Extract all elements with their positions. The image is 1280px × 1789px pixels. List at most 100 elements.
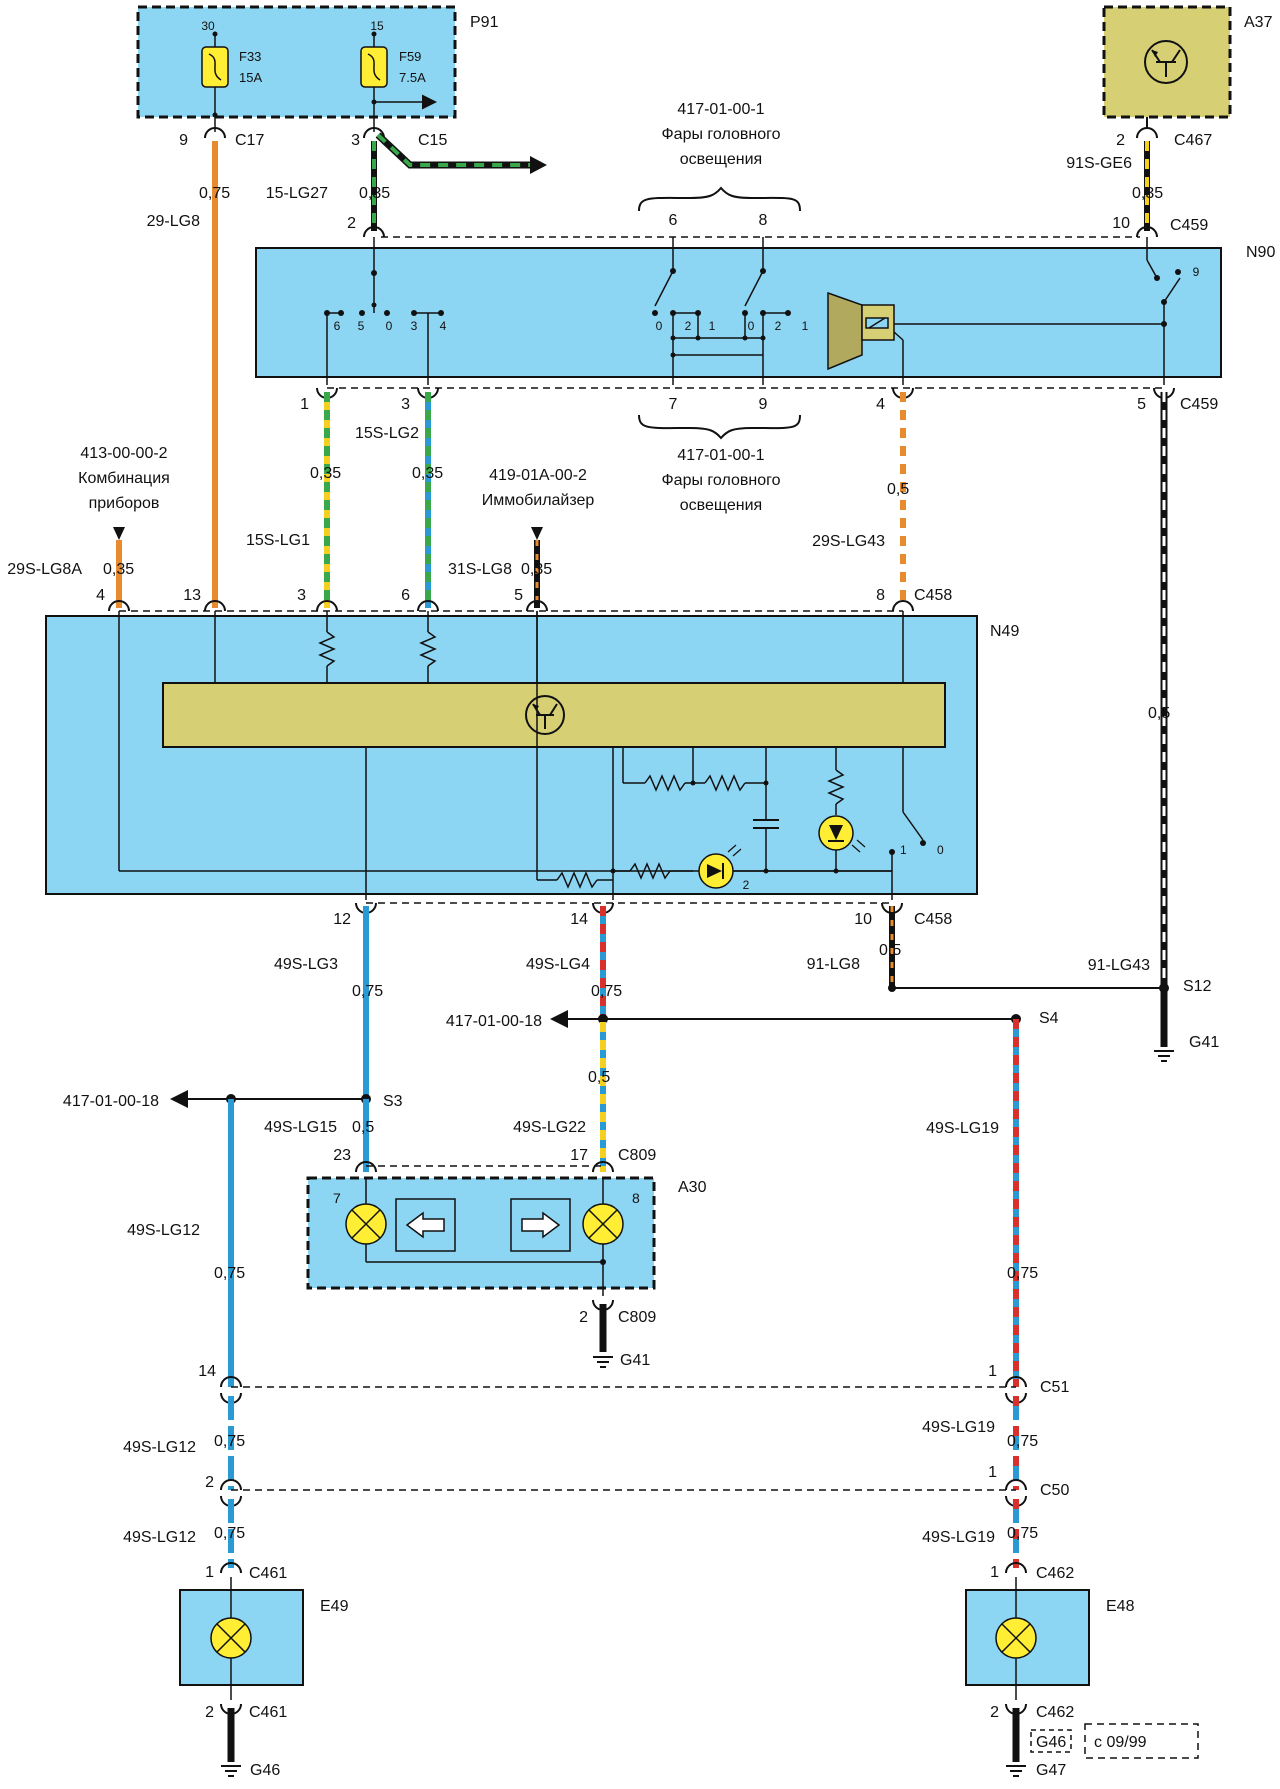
c458-top-pin-3: 3 — [297, 587, 306, 604]
wire-49s-lg19: 49S-LG19 0,75 — [926, 1019, 1038, 1387]
reference-headlamps-top: 417-01-00-1 Фары головного освещения 6 8 — [638, 101, 801, 229]
wire-49s-lg19-mid-size: 0,75 — [1007, 1433, 1038, 1450]
n90-switch-pos-6: 6 — [334, 319, 341, 333]
c51-pin-14: 14 — [198, 1363, 216, 1380]
headlamps-top-line2: освещения — [680, 151, 762, 168]
c459-bottom-pin-1: 1 — [300, 396, 309, 413]
wire-c15-branch — [375, 132, 547, 174]
connector-c51: 14 1 C51 — [198, 1363, 1069, 1404]
wire-49s-lg3-size: 0,75 — [352, 983, 383, 1000]
g41-a30-label: G41 — [620, 1352, 650, 1369]
c459-top-label: C459 — [1170, 217, 1208, 234]
connector-c462-top: 1 C462 — [990, 1562, 1074, 1582]
headlamps-bottom-line2: освещения — [680, 497, 762, 514]
lamp-icon — [995, 1617, 1037, 1659]
g46-right-label: G46 — [1036, 1734, 1066, 1751]
n90-label: N90 — [1246, 244, 1275, 261]
wire-49s-lg22-code: 49S-LG22 — [513, 1119, 586, 1136]
c458-top-pin-8: 8 — [876, 587, 885, 604]
fuse-f59-rating: 7.5A — [399, 70, 426, 85]
n90-right-switch: 9 — [1146, 237, 1200, 385]
module-a37: A37 — [1102, 5, 1273, 128]
connector-c459-top: 2 10 C459 — [347, 215, 1208, 238]
c459-bottom-label: C459 — [1180, 396, 1218, 413]
led-icon: 2 — [698, 844, 892, 892]
n90-right-switch-pos: 9 — [1193, 265, 1200, 279]
wire-91-lg8-code: 91-LG8 — [807, 956, 860, 973]
n49-led-pos: 2 — [743, 878, 750, 892]
a37-label: A37 — [1244, 14, 1273, 31]
ground-g46-left: G46 — [221, 1762, 280, 1779]
n90-light-switch: 6 5 0 3 4 — [324, 237, 447, 385]
c467-label: C467 — [1174, 132, 1212, 149]
c462-top-label: C462 — [1036, 1565, 1074, 1582]
headlamps-top-line1: Фары головного — [662, 126, 781, 143]
c458-top-pin-6: 6 — [401, 587, 410, 604]
splice-lg4: 417-01-00-18 S4 — [446, 1010, 1059, 1030]
fuse-f33: 30 F33 15A — [201, 19, 262, 132]
s4-label: S4 — [1039, 1010, 1059, 1027]
fuse-box-p91: P91 30 F33 15A 15 F59 7.5A — [136, 5, 499, 132]
c809-top-label: C809 — [618, 1147, 656, 1164]
g47-label: G47 — [1036, 1762, 1066, 1779]
connector-c461-top: 1 C461 — [205, 1562, 287, 1582]
c50-pin-1: 1 — [988, 1464, 997, 1481]
wire-29s-lg43-code: 29S-LG43 — [812, 533, 885, 550]
module-a30: A30 7 8 — [306, 1176, 707, 1296]
c461-bottom-pin: 2 — [205, 1704, 214, 1721]
s3-label: S3 — [383, 1093, 403, 1110]
instrument-cluster-line1: Комбинация — [78, 470, 170, 487]
wire-31s-lg8-size: 0,35 — [521, 561, 552, 578]
connector-c50: 2 1 C50 — [205, 1464, 1069, 1507]
g41-right-label: G41 — [1189, 1034, 1219, 1051]
c458-top-pin-4: 4 — [96, 587, 105, 604]
a30-lamp-left-pin: 7 — [333, 1190, 341, 1206]
immobilizer-line1: Иммобилайзер — [482, 492, 595, 509]
wire-49s-lg15-size: 0,5 — [352, 1119, 374, 1136]
wire-49s-lg4-size: 0,75 — [591, 983, 622, 1000]
c51-pin-1: 1 — [988, 1363, 997, 1380]
connector-c809-bottom: 2 C809 — [579, 1299, 656, 1352]
fuse-f59-terminal: 15 — [370, 19, 384, 33]
c458-top-pin-5: 5 — [514, 587, 523, 604]
connector-c458-bottom: 12 14 10 C458 — [333, 902, 952, 928]
n90-headlamp-switches: 0 2 1 0 2 1 — [652, 237, 809, 385]
arrow-ref-1: 417-01-00-18 — [446, 1013, 542, 1030]
wire-49s-lg12-mid-code: 49S-LG12 — [123, 1439, 196, 1456]
e48-label: E48 — [1106, 1598, 1135, 1615]
wire-49s-lg12-code: 49S-LG12 — [127, 1222, 200, 1239]
c459-bottom-pin-5: 5 — [1137, 396, 1146, 413]
wire-49s-lg19-size: 0,75 — [1007, 1265, 1038, 1282]
headlamps-bottom-code: 417-01-00-1 — [677, 447, 764, 464]
n90-sw-a-pos-0: 0 — [656, 319, 663, 333]
wire-49s-lg3: 49S-LG3 0,75 — [274, 906, 383, 1099]
wire-15s-lg1: 0,35 15S-LG1 — [246, 392, 341, 608]
wire-49s-lg22-size: 0,5 — [588, 1069, 610, 1086]
fuse-f59: 15 F59 7.5A — [360, 19, 437, 132]
c462-bottom-label: C462 — [1036, 1704, 1074, 1721]
arrow-ref-2: 417-01-00-18 — [63, 1093, 159, 1110]
indicator-led-icon — [818, 815, 866, 853]
instrument-cluster-code: 413-00-00-2 — [80, 445, 167, 462]
connector-c17: 9 C17 — [179, 127, 264, 149]
instrument-cluster-line2: приборов — [89, 495, 160, 512]
wire-49s-lg19-low-size: 0,75 — [1007, 1525, 1038, 1542]
connector-c467: 2 C467 — [1116, 127, 1212, 149]
n90-switch-pos-3: 3 — [411, 319, 418, 333]
c17-label: C17 — [235, 132, 264, 149]
wire-15s-lg2-code: 15S-LG2 — [355, 425, 419, 442]
headlamps-top-code: 417-01-00-1 — [677, 101, 764, 118]
n49-transistor-icon — [525, 695, 565, 735]
wire-91-lg8-size: 0,5 — [879, 942, 901, 959]
splice-s3: 417-01-00-18 S3 — [63, 1090, 403, 1110]
n90-sw-b-pos-0: 0 — [748, 319, 755, 333]
wire-49s-lg12-mid-size: 0,75 — [214, 1433, 245, 1450]
p91-label: P91 — [470, 14, 499, 31]
c459-top-pin-10: 10 — [1112, 215, 1130, 232]
wire-15-lg27-code: 15-LG27 — [266, 185, 328, 202]
wire-49s-lg19-mid: 49S-LG19 0,75 — [922, 1396, 1038, 1490]
wire-15s-lg2: 15S-LG2 0,35 — [355, 392, 443, 608]
headlamps-bottom-pin-a: 7 — [669, 396, 678, 413]
lamp-icon: 7 — [333, 1190, 387, 1245]
n90-sw-b-pos-1: 1 — [802, 319, 809, 333]
